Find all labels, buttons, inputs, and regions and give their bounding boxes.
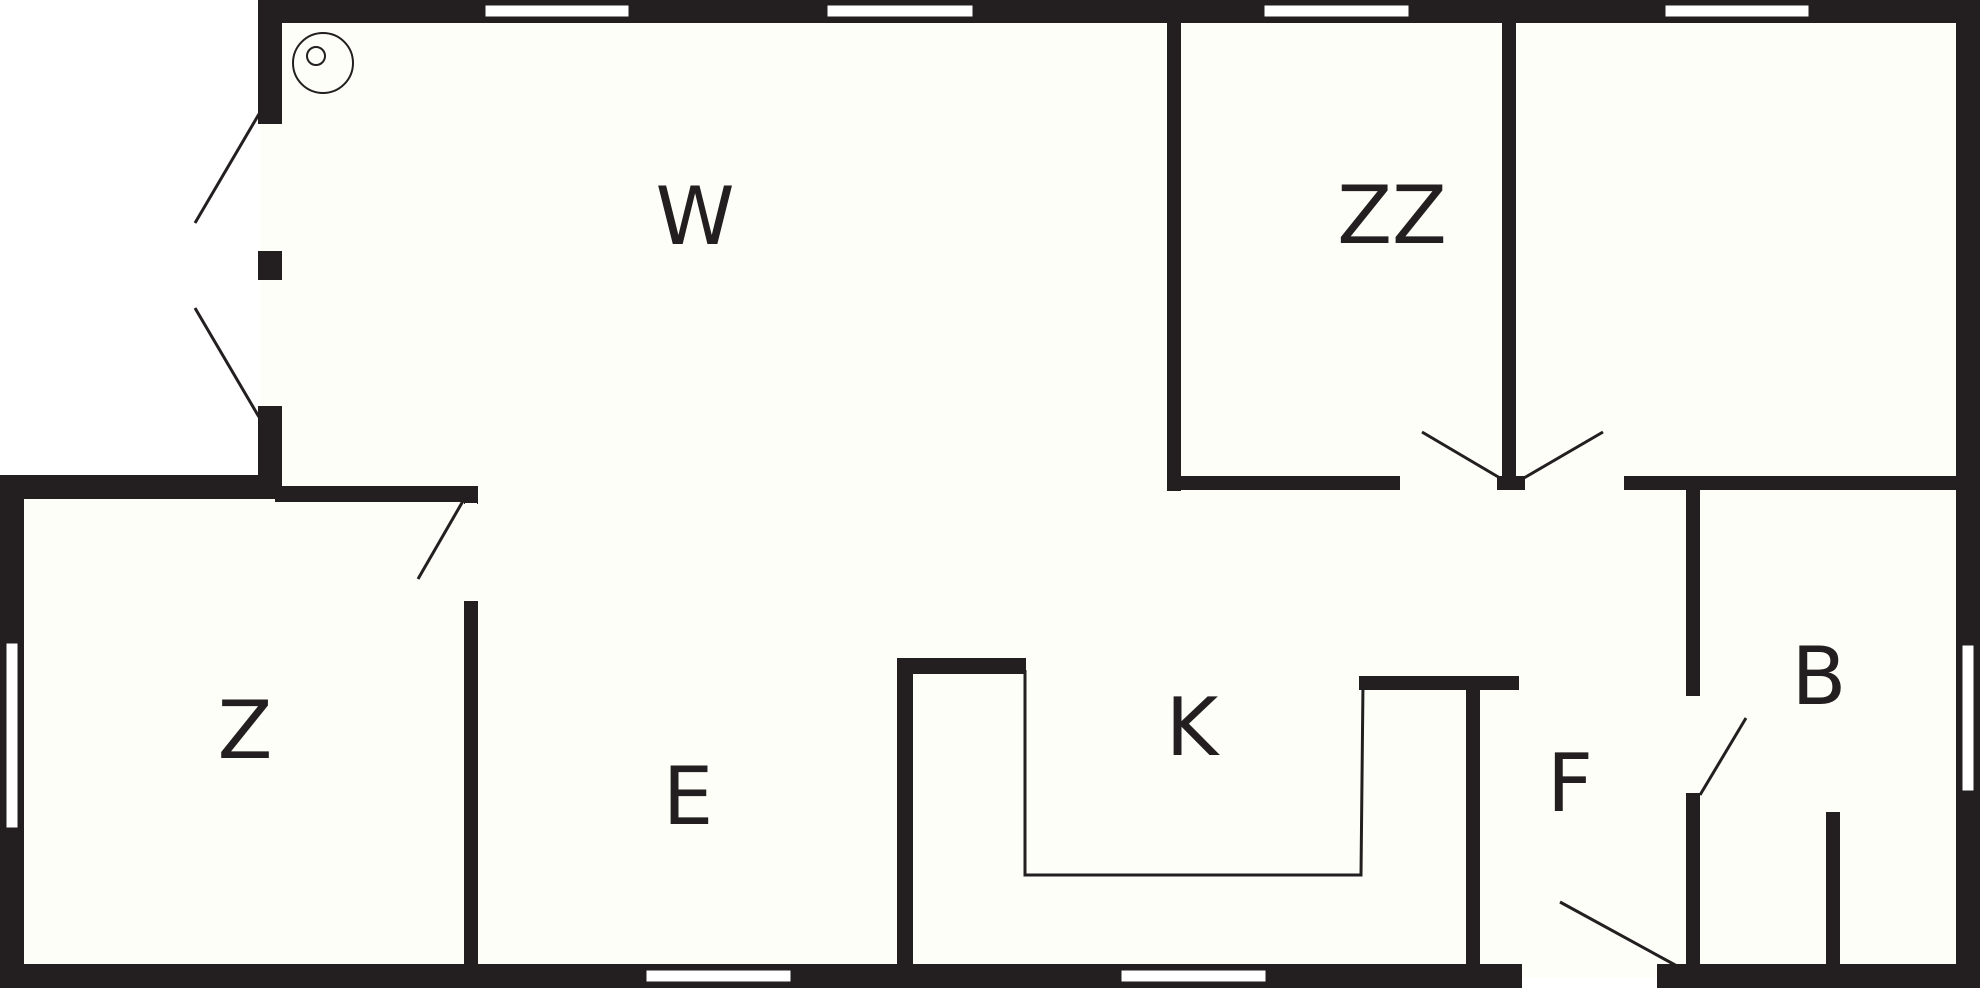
windows xyxy=(5,4,1975,983)
room-label-z: Z xyxy=(218,684,273,777)
doors xyxy=(193,113,1748,968)
kitchen-counter xyxy=(1023,670,1365,877)
door-swing-icon xyxy=(1421,430,1501,480)
room-label-zz: ZZ xyxy=(1337,169,1447,262)
room-label-e: E xyxy=(663,750,714,843)
door-swing-icon xyxy=(193,307,261,418)
window-icon xyxy=(1120,969,1267,983)
window-icon xyxy=(5,642,19,829)
room-label-f: F xyxy=(1547,737,1593,830)
window-icon xyxy=(484,4,630,18)
door-swing-icon xyxy=(1559,900,1678,968)
boiler-icon xyxy=(292,32,354,94)
door-swing-icon xyxy=(1698,717,1748,796)
window-icon xyxy=(1664,4,1810,18)
window-icon xyxy=(645,969,792,983)
room-label-k: K xyxy=(1166,681,1221,774)
room-labels: W ZZ Z E K F B xyxy=(218,169,1847,843)
door-swing-icon xyxy=(416,500,465,580)
window-icon xyxy=(1263,4,1410,18)
window-icon xyxy=(1961,644,1975,792)
door-swing-icon xyxy=(193,113,261,224)
window-icon xyxy=(826,4,974,18)
room-label-w: W xyxy=(655,170,734,263)
door-swing-icon xyxy=(1523,430,1604,480)
floor-area xyxy=(10,10,1960,978)
room-label-b: B xyxy=(1792,630,1847,723)
